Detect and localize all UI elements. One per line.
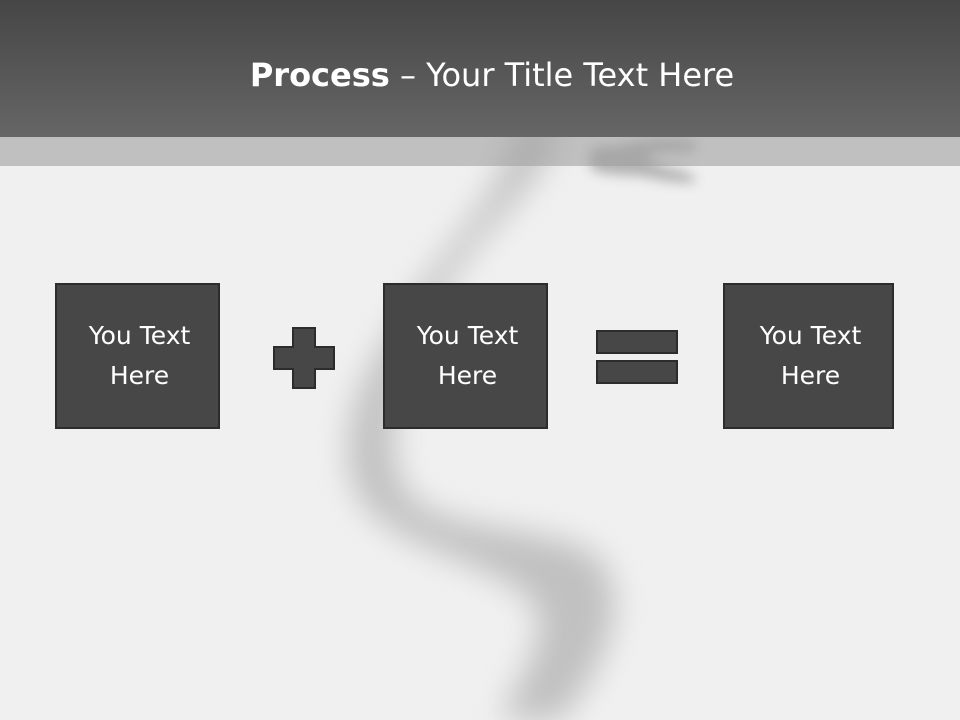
process-box-2-label: You Text Here: [416, 321, 519, 390]
process-box-1: You Text Here: [55, 283, 220, 429]
equals-icon: [596, 330, 678, 384]
process-box-3: You Text Here: [723, 283, 894, 429]
title-bar: [0, 0, 960, 137]
slide-title-bold: Process: [249, 56, 390, 94]
slide-title: Process – Your Title Text Here: [0, 53, 960, 97]
title-bar-accent-strip: [0, 137, 960, 166]
process-box-1-label: You Text Here: [88, 321, 191, 390]
slide-title-text: – Your Title Text Here: [389, 56, 735, 94]
process-box-3-label: You Text Here: [759, 321, 862, 390]
plus-icon: [273, 327, 335, 389]
process-box-2: You Text Here: [383, 283, 548, 429]
